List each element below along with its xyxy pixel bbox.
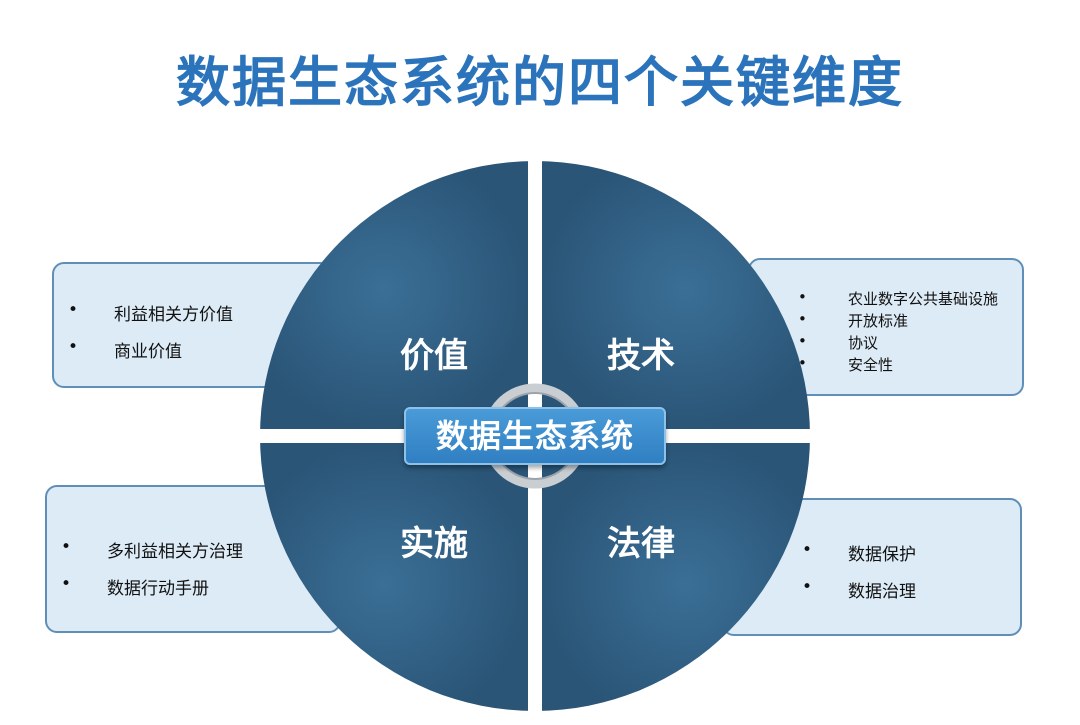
quadrant-label-legal: 法律 bbox=[607, 524, 675, 564]
list-item: 利益相关方价值 bbox=[54, 300, 330, 337]
list-item: 数据保护 bbox=[724, 540, 1020, 577]
quadrant-value bbox=[260, 161, 528, 429]
list-item: 协议 bbox=[750, 332, 1022, 354]
list-item: 多利益相关方治理 bbox=[47, 537, 339, 574]
list-item: 农业数字公共基础设施 bbox=[750, 288, 1022, 310]
list-item: 数据行动手册 bbox=[47, 574, 339, 611]
quadrant-legal bbox=[542, 443, 810, 711]
list-item: 安全性 bbox=[750, 354, 1022, 376]
quadrant-technology bbox=[542, 161, 810, 429]
list-item: 商业价值 bbox=[54, 337, 330, 374]
quadrant-label-implementation: 实施 bbox=[400, 524, 468, 564]
list-item: 开放标准 bbox=[750, 310, 1022, 332]
center-label: 数据生态系统 bbox=[404, 407, 666, 465]
quadrant-label-technology: 技术 bbox=[607, 336, 675, 376]
quadrant-label-value: 价值 bbox=[400, 336, 468, 376]
list-item: 数据治理 bbox=[724, 577, 1020, 614]
quadrant-implementation bbox=[260, 443, 528, 711]
page-title: 数据生态系统的四个关键维度 bbox=[176, 51, 904, 114]
